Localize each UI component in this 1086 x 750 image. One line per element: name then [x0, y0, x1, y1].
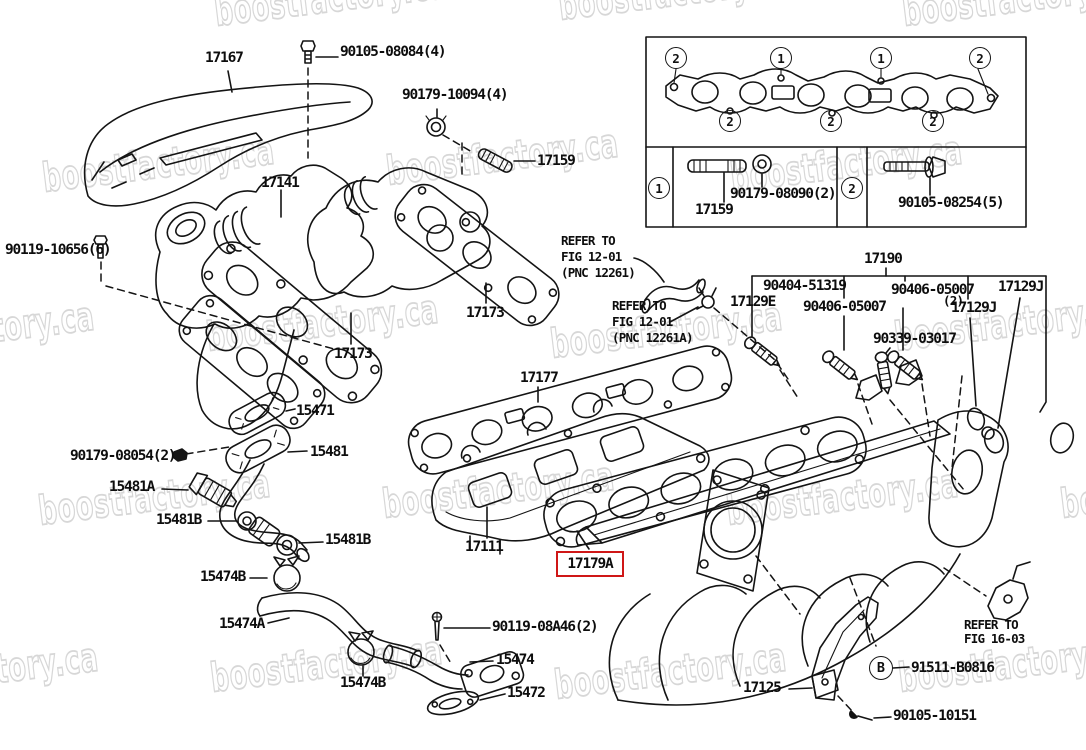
- stud-90339-03017-icon: [874, 351, 893, 395]
- label-15474B-bottom: 15474B: [340, 675, 386, 691]
- callout-B-icon: B: [869, 656, 893, 680]
- label-90406-05007-left: 90406-05007: [803, 299, 887, 315]
- callout-2-icon: 2: [922, 110, 944, 132]
- plug-17129J-icons: [951, 375, 1005, 469]
- exhaust-manifold-17141: [154, 164, 491, 430]
- gasket-15472-icon: [426, 690, 506, 716]
- label-17190: 17190: [864, 251, 903, 267]
- refer-note-3-line1: REFER TO: [964, 617, 1019, 632]
- label-17177: 17177: [520, 370, 559, 386]
- label-90404-51319: 90404-51319: [763, 278, 847, 294]
- callout-2-icon: 2: [969, 47, 991, 69]
- label-90339-03017: 90339-03017: [873, 331, 957, 347]
- label-15481B-right: 15481B: [325, 532, 371, 548]
- label-15474B-top: 15474B: [200, 569, 246, 585]
- label-90105-08084: 90105-08084(4): [340, 44, 447, 60]
- label-15481A: 15481A: [109, 479, 155, 495]
- inset-label-90105-08254: 90105-08254(5): [898, 195, 1005, 211]
- refer-note-2-line1: REFER TO: [612, 298, 667, 313]
- callout-2-icon: 2: [820, 110, 842, 132]
- callout-1-icon: 1: [770, 47, 792, 69]
- callout-2-icon: 2: [841, 177, 863, 199]
- label-15481: 15481: [310, 444, 349, 460]
- label-91511-B0816: 91511-B0816: [911, 660, 995, 676]
- bracket-17125: [755, 555, 879, 713]
- heat-shield-17167: [83, 70, 373, 207]
- label-17129E: 17129E: [730, 294, 776, 310]
- clamp-15474B-top-icon: [249, 555, 301, 592]
- label-17129J-top: 17129J: [998, 279, 1044, 295]
- stud-90406-05007-right-icon: [886, 350, 924, 381]
- refer-note-2-line2: FIG 12-01: [612, 314, 673, 329]
- clamp-refer-12-01A-icon: [669, 287, 791, 383]
- inset-label-17159: 17159: [695, 202, 734, 218]
- stay-refer-16-03: [943, 561, 1031, 621]
- callout-1-icon: 1: [870, 47, 892, 69]
- label-17167: 17167: [205, 50, 244, 66]
- inset-label-90179-08090: 90179-08090(2): [730, 186, 837, 202]
- callout-2-icon: 2: [665, 47, 687, 69]
- screw-90105-10151-icon: [848, 710, 892, 721]
- stud-17159-icon: [442, 134, 536, 177]
- callout-1-icon: 1: [648, 177, 670, 199]
- label-90119-10656: 90119-10656(6): [5, 242, 112, 258]
- leader-lines: [751, 267, 1047, 429]
- label-90406-05007-qty: (2): [943, 293, 964, 308]
- label-17173-upper: 17173: [466, 305, 505, 321]
- label-15474A: 15474A: [219, 616, 265, 632]
- refer-note-3-line2: FIG 16-03: [964, 631, 1025, 646]
- inset-legend-box: [645, 36, 1027, 228]
- bolt-90119-10656-icon: [93, 235, 335, 350]
- label-15481B-left: 15481B: [156, 512, 202, 528]
- refer-note-1-line2: FIG 12-01: [561, 249, 622, 264]
- stud-90406-05007-left-icon: [821, 350, 859, 381]
- water-pipe-15474: [382, 644, 525, 698]
- clamp-15474B-bottom-icon: [347, 630, 375, 677]
- screw-90119-08A46-icon: [431, 611, 491, 666]
- union-bolt-15481A-icon: [161, 472, 238, 508]
- hose-refer-12-01: [633, 257, 706, 314]
- label-17141: 17141: [261, 175, 300, 191]
- gasket-17173-front: [201, 241, 383, 404]
- label-90105-10151: 90105-10151: [893, 708, 977, 724]
- stud-90404-51319-icon: [743, 336, 781, 367]
- nut-90179-10094-icon: [425, 108, 447, 137]
- label-15474: 15474: [496, 652, 535, 668]
- gasket-17177: [407, 345, 733, 475]
- highlighted-label-17179A: 17179A: [556, 551, 624, 577]
- label-17159: 17159: [537, 153, 576, 169]
- label-15472: 15472: [507, 685, 546, 701]
- refer-note-2-line3: (PNC 12261A): [612, 330, 694, 345]
- bolt-90179-08054-icon: [172, 446, 230, 462]
- grommet-15481B-right-icon: [276, 534, 324, 556]
- label-17173-lower: 17173: [334, 346, 373, 362]
- refer-note-1-line3: (PNC 12261): [561, 265, 636, 280]
- label-17125: 17125: [743, 680, 782, 696]
- callout-2-icon: 2: [719, 110, 741, 132]
- oil-pipe-15481: [219, 424, 310, 563]
- intake-manifold-17190: [575, 359, 1075, 706]
- gasket-17173-rear: [394, 183, 560, 327]
- grommet-15481B-left-icon: [207, 511, 257, 531]
- refer-note-1-line1: REFER TO: [561, 233, 616, 248]
- label-17111: 17111: [465, 539, 504, 555]
- label-90406-05007-right: 90406-05007: [891, 282, 975, 298]
- gasket-15471: [228, 391, 296, 436]
- label-90119-08A46: 90119-08A46(2): [492, 619, 599, 635]
- intake-chamber-17111: [431, 398, 710, 555]
- label-15471: 15471: [296, 403, 335, 419]
- bolt-90105-08084-icon: [300, 40, 339, 159]
- hose-15474A: [256, 591, 423, 669]
- label-90179-10094: 90179-10094(4): [402, 87, 509, 103]
- label-17129J-bottom: 17129J: [951, 300, 997, 316]
- label-90179-08054: 90179-08054(2): [70, 448, 177, 464]
